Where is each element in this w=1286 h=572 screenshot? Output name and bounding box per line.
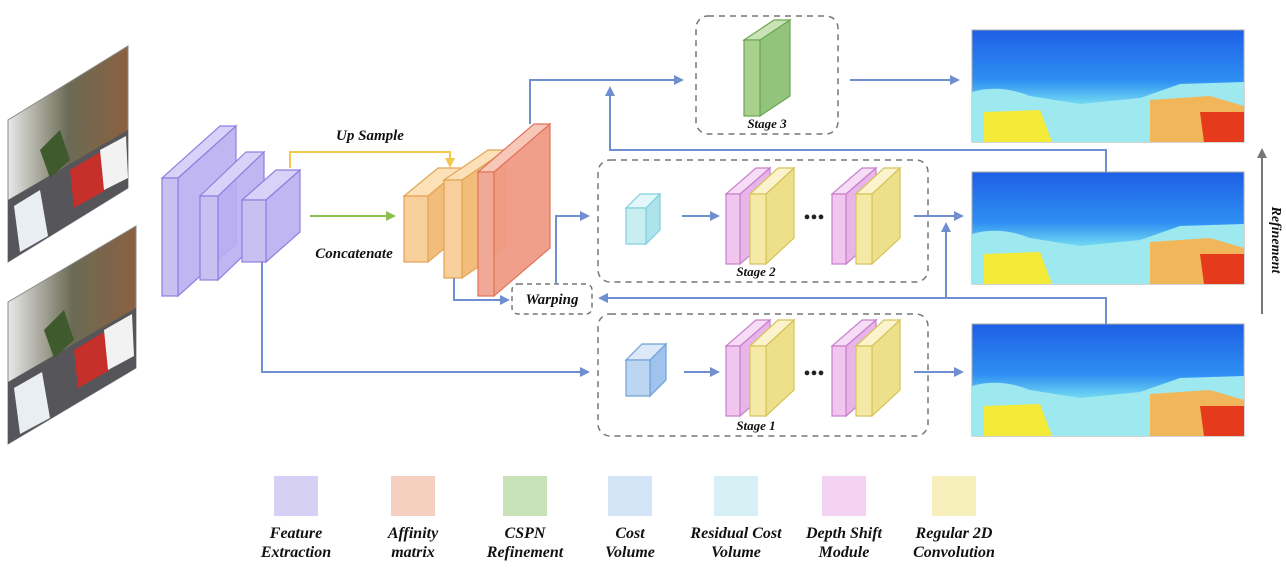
stage1-ellipsis: ••• bbox=[803, 363, 824, 385]
legend-swatch bbox=[608, 476, 652, 516]
residual-cost-volume-cube bbox=[624, 192, 662, 246]
stage1-box bbox=[597, 313, 929, 437]
legend-swatch bbox=[391, 476, 435, 516]
depth-map-stage1 bbox=[971, 323, 1245, 437]
warping-label: Warping bbox=[525, 292, 579, 308]
stage2-ellipsis: ••• bbox=[803, 207, 824, 229]
stage2-dsm-conv-2 bbox=[830, 166, 902, 266]
up-sample-label: Up Sample bbox=[336, 128, 404, 144]
stage2-box bbox=[597, 159, 929, 283]
depth-map-stage3 bbox=[971, 29, 1245, 143]
legend-swatch bbox=[822, 476, 866, 516]
legend-swatch bbox=[274, 476, 318, 516]
stage1-dsm-conv-2 bbox=[830, 318, 902, 418]
legend-swatch bbox=[714, 476, 758, 516]
depth-map-stage2 bbox=[971, 171, 1245, 285]
stage1-label: Stage 1 bbox=[736, 418, 775, 433]
network-diagram: Up Sample Concatenate Warping Stage 3 St… bbox=[7, 15, 1283, 445]
stage3-label: Stage 3 bbox=[747, 116, 787, 131]
input-image-right bbox=[7, 225, 137, 445]
stage2-dsm-conv-1 bbox=[724, 166, 796, 266]
stage1-dsm-conv-1 bbox=[724, 318, 796, 418]
legend-swatch bbox=[503, 476, 547, 516]
stage2-label: Stage 2 bbox=[736, 264, 776, 279]
input-image-left bbox=[7, 45, 129, 263]
stage3-box bbox=[695, 15, 839, 135]
concatenate-label: Concatenate bbox=[315, 246, 393, 262]
upsample-arrow bbox=[289, 151, 455, 168]
cost-volume-cube bbox=[624, 342, 668, 398]
legend-swatch bbox=[932, 476, 976, 516]
feature-block-3 bbox=[240, 168, 302, 264]
feature-block-2 bbox=[198, 150, 266, 282]
connection-arrows bbox=[261, 75, 1107, 377]
refinement-label: Refinement bbox=[1268, 206, 1283, 275]
cspn-block bbox=[742, 18, 792, 118]
warping-box bbox=[511, 283, 593, 315]
feature-extraction-blocks bbox=[160, 124, 302, 298]
affinity-matrix-block bbox=[476, 122, 552, 298]
